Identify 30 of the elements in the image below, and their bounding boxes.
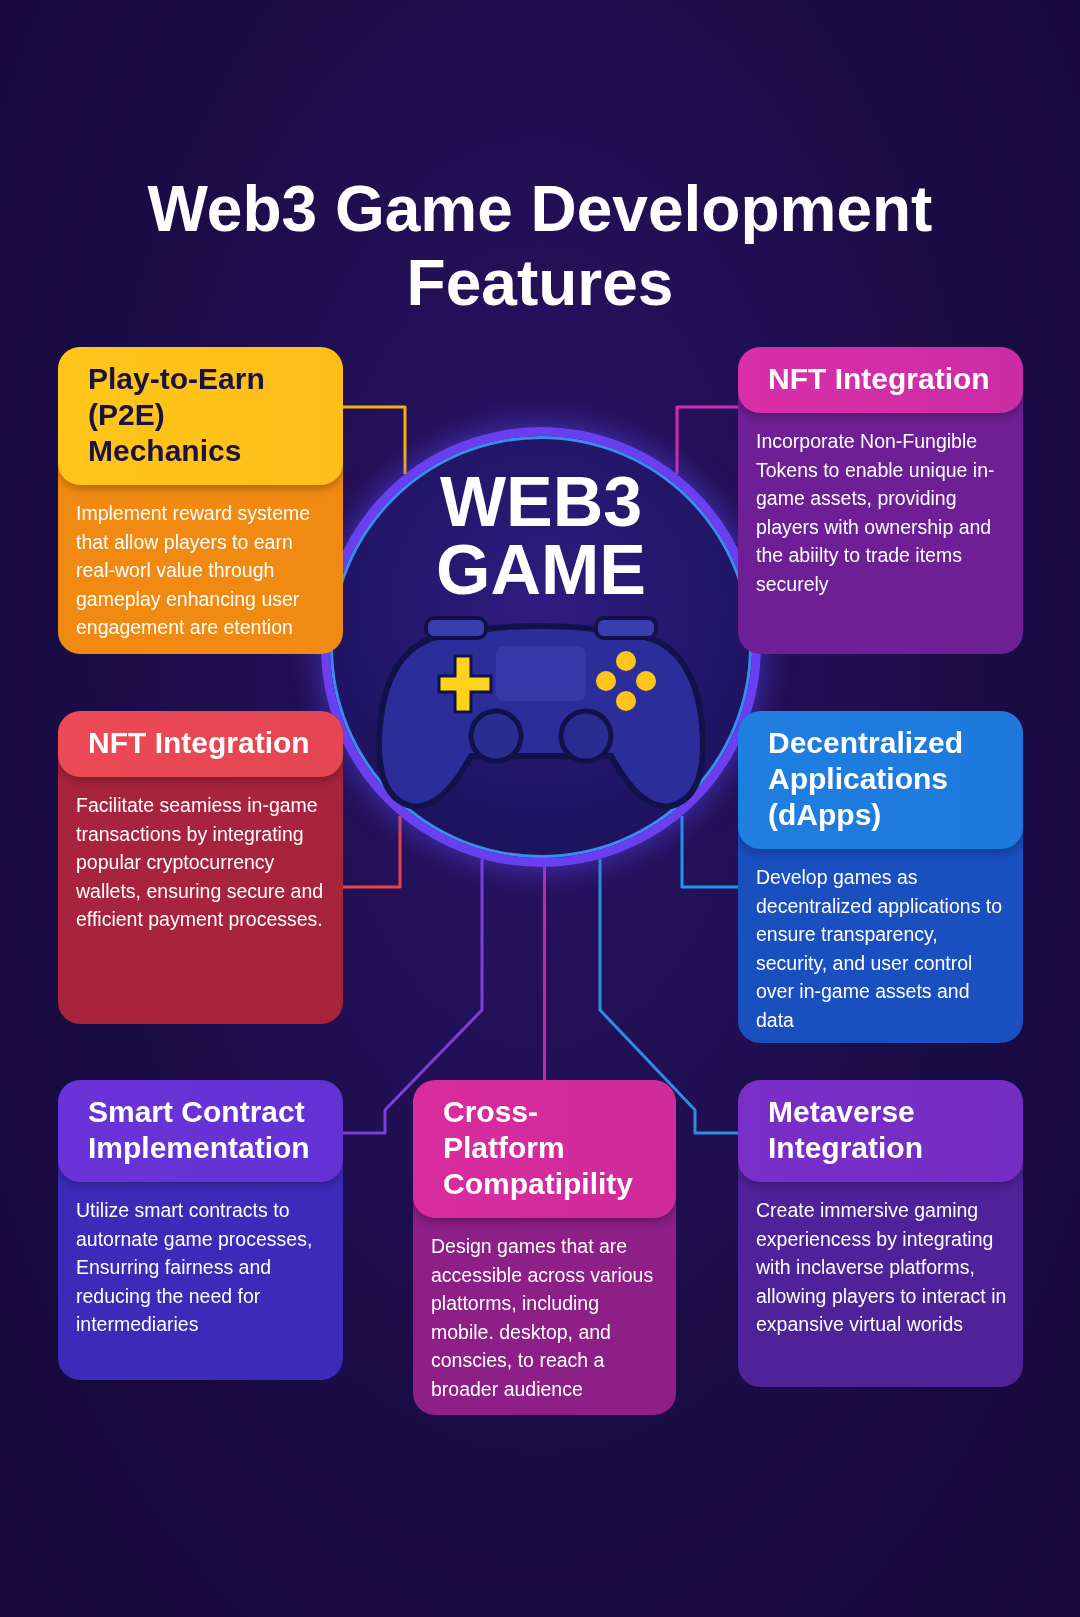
connector-line [343, 815, 402, 889]
feature-card [58, 347, 343, 654]
card-heading: NFT Integration [58, 711, 343, 777]
feature-card [738, 347, 1023, 654]
card-description: Incorporate Non-Fungible Tokens to enable unique in-game assets, providing players with ownership and the abiilty to trade items securely [755, 429, 996, 597]
feature-card [58, 711, 343, 1024]
card-heading: Metaverse Integration [738, 1080, 1023, 1182]
hub-title: WEB3 GAME [435, 468, 647, 604]
feature-card [738, 1080, 1023, 1387]
connector-line [598, 858, 738, 1135]
card-description: Create immersive gaming experiencess by integrating with inclaverse platforms, allowing players to interact in expansive virtual worids [755, 1198, 1008, 1337]
connector-line [343, 405, 407, 475]
card-heading: Cross-Platform Compatipility [413, 1080, 676, 1218]
card-heading: NFT Integration [738, 347, 1023, 413]
feature-card [58, 1080, 343, 1380]
card-description: Utilize smart contracts to autornate game processes, Ensurring fairness and reducing the need for intermediaries [75, 1198, 314, 1337]
connector-line [543, 867, 546, 1080]
card-description: Develop games as decentralized applications to ensure transparency, security, and user control over in-game assets and data [755, 865, 1004, 1033]
connector-line [675, 405, 738, 475]
card-heading: Play-to-Earn (P2E) Mechanics [58, 347, 343, 485]
feature-card [738, 711, 1023, 1043]
card-description: Design games that are accessible across various plattorms, including mobile. desktop, and conscies, to reach a broader audience [430, 1234, 655, 1402]
connector-line [343, 858, 484, 1135]
card-heading: Decentralized Applications (dApps) [738, 711, 1023, 849]
card-description: Implement reward systeme that allow players to earn real-worl value through gameplay enhancing user engagement are etention [75, 501, 312, 640]
connector-line [680, 815, 738, 889]
feature-card [413, 1080, 676, 1415]
title: Web3 Game Development Features [146, 172, 934, 320]
card-description: Facilitate seamiess in-game transactions by integrating popular cryptocurrency wallets, ensuring secure and efficient payment processes. [75, 793, 325, 932]
card-heading: Smart Contract Implementation [58, 1080, 343, 1182]
